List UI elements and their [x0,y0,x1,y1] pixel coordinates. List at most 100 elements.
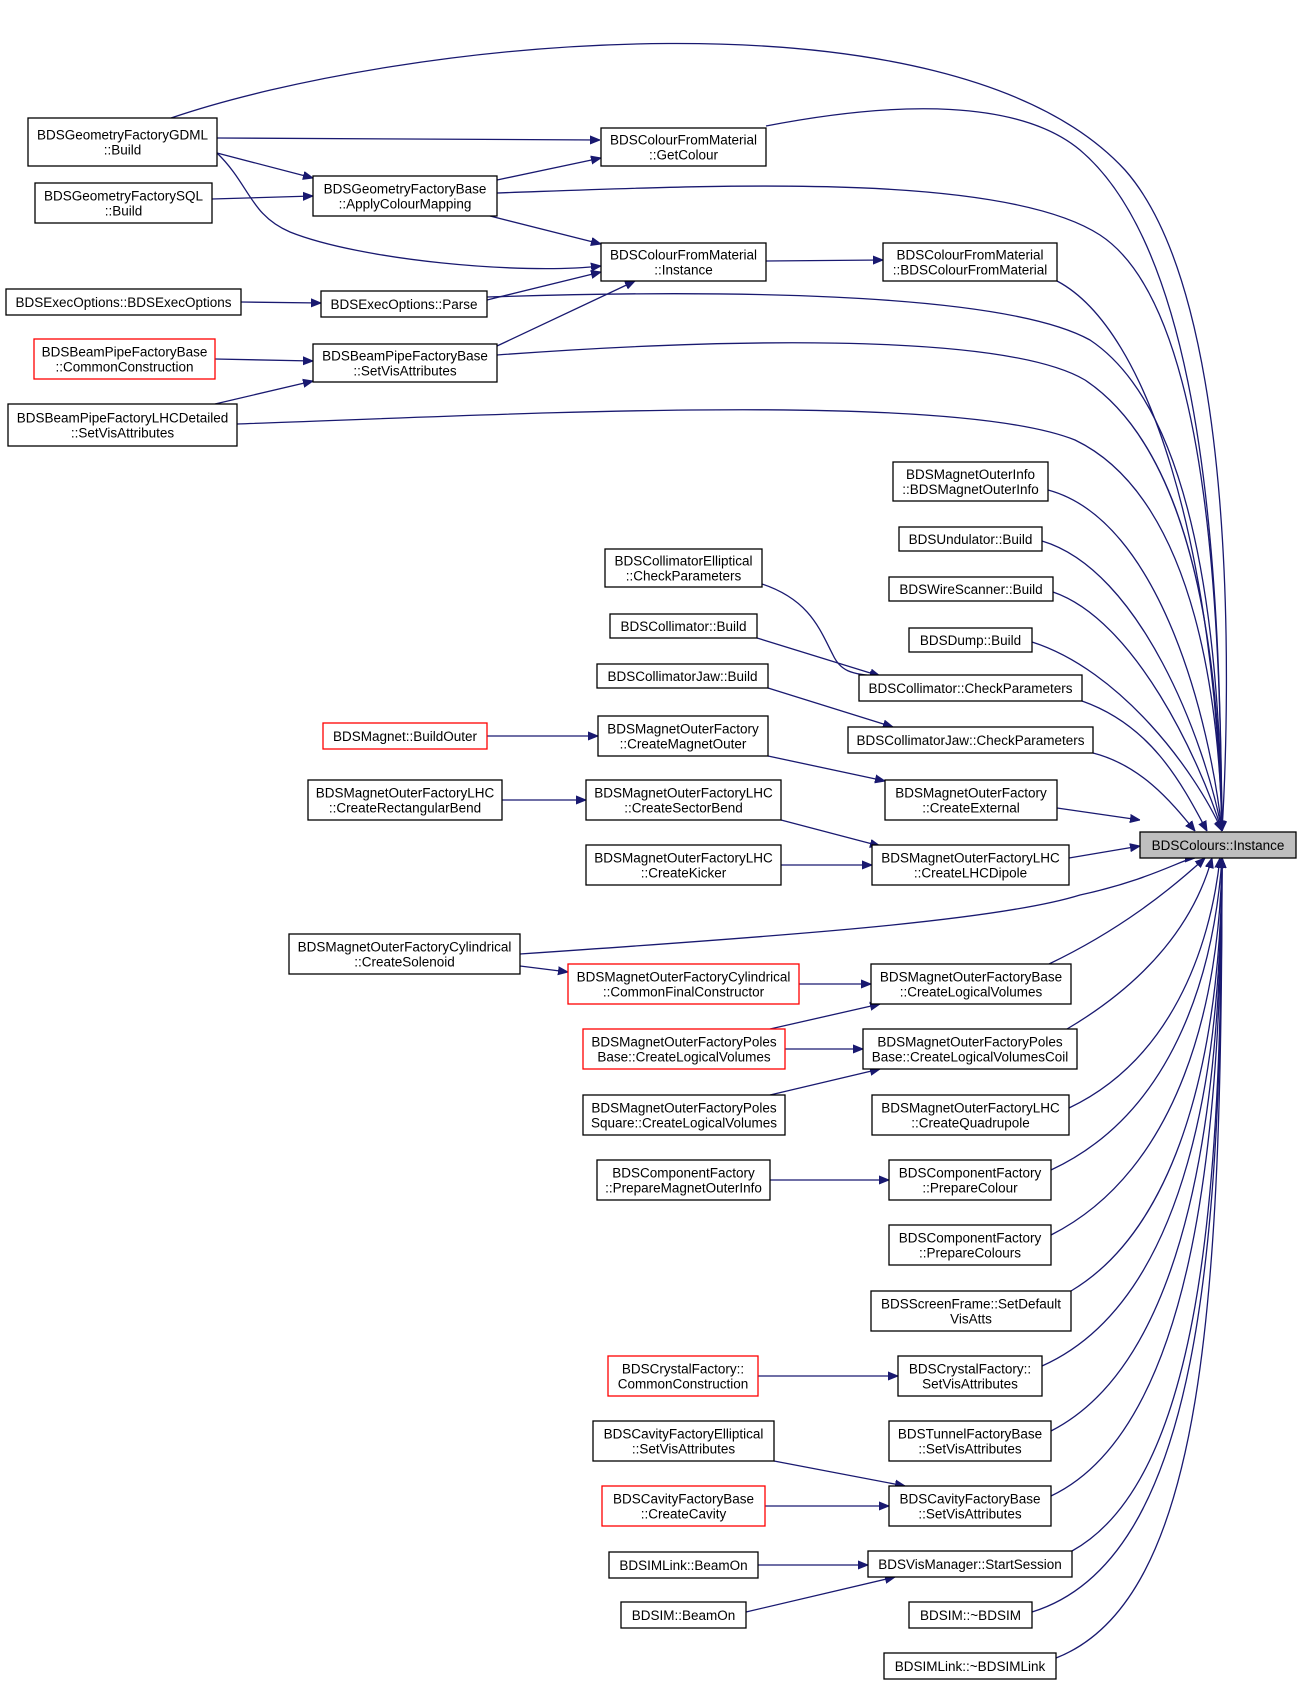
node-cav-ell[interactable]: BDSCavityFactoryElliptical::SetVisAttrib… [592,1420,775,1462]
node-mof-cmo[interactable]: BDSMagnetOuterFactory::CreateMagnetOuter [597,715,769,757]
edge-cry_sva-to-inst [1041,858,1222,1367]
node-label: ::CreateKicker [641,866,727,881]
node-bpfb-sva[interactable]: BDSBeamPipeFactoryBase::SetVisAttributes [312,343,498,383]
node-box [600,127,767,167]
node-exec-parse[interactable]: BDSExecOptions::Parse [320,290,488,318]
node-label: BDSExecOptions::BDSExecOptions [15,295,231,310]
node-lhc-crb[interactable]: BDSMagnetOuterFactoryLHC::CreateRectangu… [307,779,503,821]
node-box [870,963,1072,1005]
node-cry-cc[interactable]: BDSCrystalFactory::CommonConstruction [607,1355,759,1397]
node-label: ::SetVisAttributes [632,1442,736,1457]
node-gfb-acm[interactable]: BDSGeometryFactoryBase::ApplyColourMappi… [312,175,498,217]
node-link-dtor[interactable]: BDSIMLink::~BDSIMLink [883,1652,1057,1680]
node-label: ::BDSColourFromMaterial [893,263,1048,278]
edge-sf-to-inst [1070,858,1222,1292]
node-link-bo[interactable]: BDSIMLink::BeamOn [608,1551,759,1579]
node-moi[interactable]: BDSMagnetOuterInfo::BDSMagnetOuterInfo [892,461,1049,502]
node-label: BDSUndulator::Build [909,532,1033,547]
node-label: BDSMagnetOuterFactoryLHC [881,1101,1060,1116]
node-box [5,288,242,316]
node-box [888,1224,1052,1266]
node-cav-sva[interactable]: BDSCavityFactoryBase::SetVisAttributes [888,1485,1052,1527]
node-label: BDSVisManager::StartSession [878,1557,1062,1572]
node-label: ::CreateCavity [641,1507,727,1522]
node-label: BDSCrystalFactory:: [622,1362,744,1377]
edge-link_dtor-to-inst [1055,858,1222,1659]
node-wire[interactable]: BDSWireScanner::Build [888,576,1054,602]
node-label: BDSCavityFactoryBase [899,1492,1040,1507]
node-label: BDSCavityFactoryElliptical [604,1427,764,1442]
node-lhc-ck[interactable]: BDSMagnetOuterFactoryLHC::CreateKicker [585,844,782,886]
node-box [592,1420,775,1462]
node-label: BDSCollimatorJaw::Build [607,669,757,684]
node-inst[interactable]: BDSColours::Instance [1139,831,1297,859]
edge-dump-to-inst [1031,641,1223,831]
node-label: Base::CreateLogicalVolumes [597,1050,771,1065]
node-box [585,844,782,886]
node-box [871,1094,1070,1136]
node-mofb-clv[interactable]: BDSMagnetOuterFactoryBase::CreateLogical… [870,963,1072,1005]
node-cfm-inst[interactable]: BDSColourFromMaterial::Instance [600,242,767,282]
node-bpflhc-sva[interactable]: BDSBeamPipeFactoryLHCDetailed::SetVisAtt… [7,403,238,447]
edges-layer [170,42,1226,1659]
node-cf-pc[interactable]: BDSComponentFactory::PrepareColour [888,1159,1052,1201]
node-cav-cc[interactable]: BDSCavityFactoryBase::CreateCavity [601,1485,766,1527]
edge-cf_pcs-to-inst [1050,858,1222,1236]
node-col-check[interactable]: BDSCollimator::CheckParameters [858,674,1083,702]
node-box [582,1028,786,1070]
node-ps-clv[interactable]: BDSMagnetOuterFactoryPolesSquare::Create… [582,1094,786,1136]
node-tun[interactable]: BDSTunnelFactoryBase::SetVisAttributes [888,1420,1052,1462]
node-jaw-check[interactable]: BDSCollimatorJaw::CheckParameters [847,726,1094,754]
node-label: ::CommonFinalConstructor [603,985,765,1000]
node-label: BDSComponentFactory [899,1231,1042,1246]
edge-pb_clv-to-mofb_clv [769,1004,880,1030]
node-pb-clvc[interactable]: BDSMagnetOuterFactoryPolesBase::CreateLo… [862,1028,1078,1070]
node-cf-pmoi[interactable]: BDSComponentFactory::PrepareMagnetOuterI… [596,1159,771,1201]
edge-cfm_inst-to-cfm_ctor [765,260,883,261]
node-colell[interactable]: BDSCollimatorElliptical::CheckParameters [604,548,763,588]
node-box [898,526,1043,552]
node-label: BDSMagnetOuterFactoryLHC [594,786,773,801]
edge-exec_parse-to-cfm_inst [486,272,601,301]
node-box [288,933,521,975]
node-cfm-ctor[interactable]: BDSColourFromMaterial::BDSColourFromMate… [882,242,1058,282]
node-cyl-cfc[interactable]: BDSMagnetOuterFactoryCylindrical::Common… [567,963,800,1005]
node-dump[interactable]: BDSDump::Build [908,627,1033,653]
node-label: ::CreateSolenoid [354,955,455,970]
edge-ps_clv-to-pb_clvc [769,1069,880,1096]
node-col-build[interactable]: BDSCollimator::Build [609,613,758,639]
node-box [601,1485,766,1527]
node-label: BDSMagnetOuterFactoryLHC [316,786,495,801]
node-sim-bo[interactable]: BDSIM::BeamOn [620,1601,747,1629]
node-lhc-csb[interactable]: BDSMagnetOuterFactoryLHC::CreateSectorBe… [585,779,782,821]
edge-lhc_cd-to-inst [1068,846,1140,859]
node-mag-bo[interactable]: BDSMagnet::BuildOuter [322,722,488,750]
node-exec-ctor[interactable]: BDSExecOptions::BDSExecOptions [5,288,242,316]
edge-sim_bo-to-vis [745,1577,895,1613]
node-jaw-build[interactable]: BDSCollimatorJaw::Build [596,663,769,689]
node-mof-ce[interactable]: BDSMagnetOuterFactory::CreateExternal [884,779,1058,821]
node-vis[interactable]: BDSVisManager::StartSession [867,1550,1073,1578]
node-label: BDSGeometryFactorySQL [44,189,204,204]
node-label: ::SetVisAttributes [918,1442,1022,1457]
node-cf-pcs[interactable]: BDSComponentFactory::PrepareColours [888,1224,1052,1266]
node-label: BDSIM::~BDSIM [920,1608,1021,1623]
node-pb-clv[interactable]: BDSMagnetOuterFactoryPolesBase::CreateLo… [582,1028,786,1070]
node-label: ::Build [104,143,142,158]
node-sql[interactable]: BDSGeometryFactorySQL::Build [34,182,213,224]
node-lhc-cq[interactable]: BDSMagnetOuterFactoryLHC::CreateQuadrupo… [871,1094,1070,1136]
edge-bpflhc_sva-to-bpfb_sva [214,381,313,405]
node-cyl-sol[interactable]: BDSMagnetOuterFactoryCylindrical::Create… [288,933,521,975]
node-cfm-get[interactable]: BDSColourFromMaterial::GetColour [600,127,767,167]
node-box [33,338,216,380]
node-label: ::CheckParameters [626,569,742,584]
node-lhc-cd[interactable]: BDSMagnetOuterFactoryLHC::CreateLHCDipol… [871,844,1070,886]
node-label: ::CreateLHCDipole [914,866,1027,881]
node-bpfb-cc[interactable]: BDSBeamPipeFactoryBase::CommonConstructi… [33,338,216,380]
node-gdml[interactable]: BDSGeometryFactoryGDML::Build [27,117,218,167]
edge-cfm_ctor-to-inst [1056,280,1222,831]
node-cry-sva[interactable]: BDSCrystalFactory::SetVisAttributes [897,1355,1043,1397]
node-und[interactable]: BDSUndulator::Build [898,526,1043,552]
node-sim-dtor[interactable]: BDSIM::~BDSIM [908,1601,1033,1629]
